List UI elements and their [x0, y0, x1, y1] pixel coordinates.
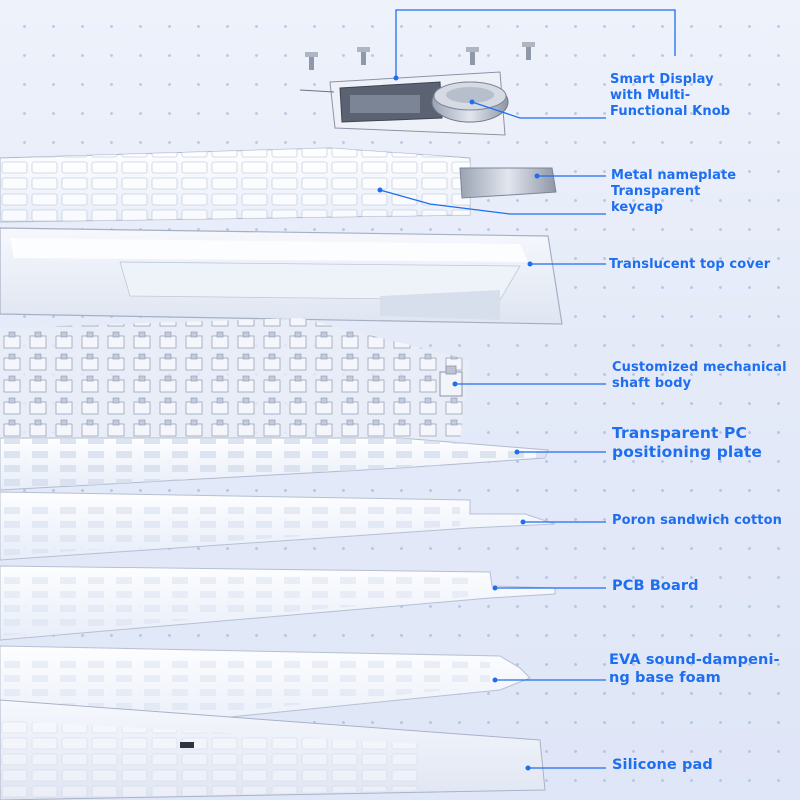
screws	[305, 42, 535, 70]
silicone-pad-layer	[0, 699, 546, 800]
keycap-layer	[0, 147, 557, 223]
leader-smart-display	[395, 9, 676, 78]
label-shaft-body: Customized mechanical shaft body	[612, 360, 787, 391]
label-pc-plate: Transparent PC positioning plate	[612, 424, 763, 461]
label-top-cover: Translucent top cover	[609, 257, 771, 272]
label-poron: Poron sandwich cotton	[612, 513, 782, 528]
pc-plate-layer	[0, 437, 549, 491]
pcb-layer	[0, 565, 556, 641]
leader-dots	[377, 75, 540, 771]
label-pcb: PCB Board	[612, 578, 699, 594]
label-eva-foam: EVA sound-dampeni- ng base foam	[609, 652, 780, 686]
label-silicone-pad: Silicone pad	[612, 757, 713, 773]
switch-layer	[0, 318, 470, 440]
top-cover-layer	[0, 227, 563, 325]
leader-lines	[379, 9, 676, 769]
label-smart-display: Smart Display with Multi- Functional Kno…	[610, 72, 731, 119]
leader-keycap	[379, 189, 606, 215]
label-nameplate-keycap: Metal nameplate Transparent keycap	[611, 168, 737, 215]
leader-knob	[471, 101, 606, 119]
poron-layer	[0, 491, 556, 561]
smart-display-module	[299, 42, 535, 136]
